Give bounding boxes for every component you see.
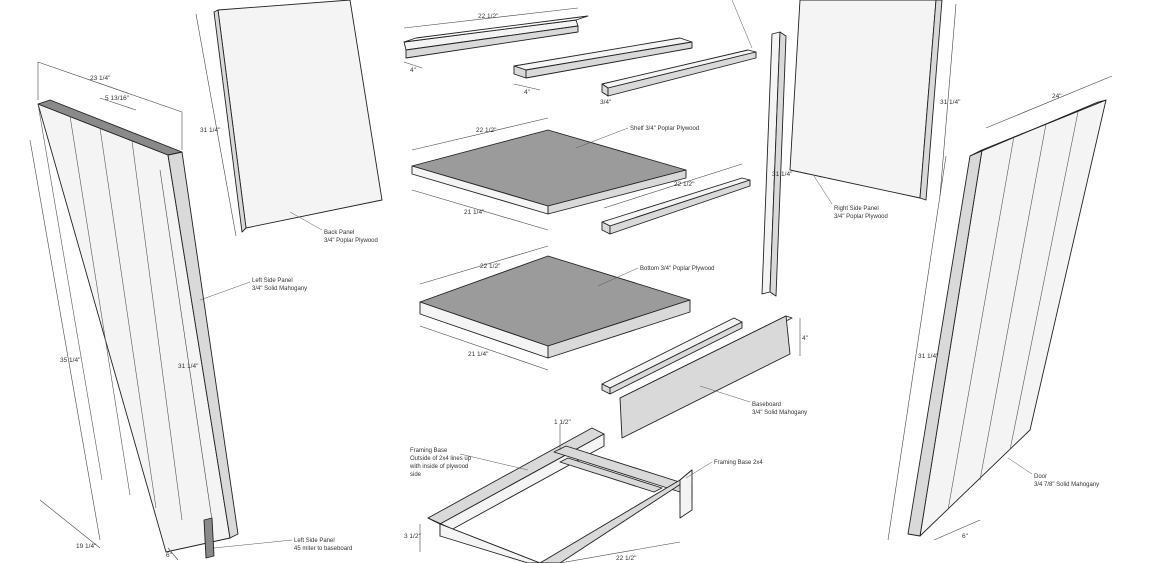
svg-text:3/4" Solid Mahogany: 3/4" Solid Mahogany <box>752 410 807 416</box>
baseboard <box>619 315 793 439</box>
svg-text:3/4" Poplar Plywood: 3/4" Poplar Plywood <box>834 214 888 220</box>
left-side-dimensions <box>29 61 213 561</box>
label-left-side-miter: Left Side Panel 45 miter to baseboard <box>213 538 352 552</box>
label-framing-base-left: Framing Base Outside of 2x4 lines up wit… <box>409 448 529 478</box>
label-bottom: Bottom 3/4" Poplar Plywood <box>597 266 715 287</box>
label-door: Door 3/4 7/8" Solid Mahogany <box>1007 457 1099 488</box>
framing-base <box>427 427 693 563</box>
svg-text:Door: Door <box>1034 474 1047 480</box>
svg-text:Right Side Panel: Right Side Panel <box>834 206 879 212</box>
right-side-panel <box>789 0 943 201</box>
svg-text:Framing Base: Framing Base <box>410 448 448 454</box>
label-left-side-panel: Left Side Panel 3/4" Solid Mahogany <box>199 278 307 301</box>
dim-shelf-depth: 21 1/4" <box>464 209 485 216</box>
dim-door-bottom: 6" <box>962 533 969 540</box>
dim-baseboard-h: 4" <box>802 335 809 342</box>
svg-text:Bottom 3/4" Poplar Plywood: Bottom 3/4" Poplar Plywood <box>640 266 715 272</box>
dim-top-rail-w1: 4" <box>410 67 417 74</box>
back-panel <box>213 0 383 233</box>
svg-text:45 miter to baseboard: 45 miter to baseboard <box>294 546 352 552</box>
svg-text:Left Side Panel: Left Side Panel <box>294 538 335 544</box>
right-side-dimensions <box>939 3 957 197</box>
top-rail-2 <box>513 37 693 79</box>
top-rail-dimensions <box>403 7 579 91</box>
front-stile <box>761 31 787 297</box>
svg-text:Left Side Panel: Left Side Panel <box>252 278 293 284</box>
dim-left-depth: 19 1/4" <box>76 543 97 550</box>
dim-frame-len: 22 1/2" <box>616 555 637 562</box>
cleat-dimensions <box>603 163 743 209</box>
dim-right-height: 31 1/4" <box>940 99 961 106</box>
cleat <box>601 177 751 235</box>
bottom-dimensions <box>419 245 549 371</box>
door <box>907 99 1107 537</box>
dim-bottom-depth: 21 1/4" <box>468 351 489 358</box>
dim-left-board: 5 13/16" <box>105 95 130 102</box>
dim-frame-h1: 1 1/2" <box>554 419 571 426</box>
left-side-panel <box>37 99 239 559</box>
svg-text:Back Panel: Back Panel <box>324 230 354 236</box>
top-rail-1 <box>403 15 589 59</box>
dim-left-width: 23 1/4" <box>90 75 111 82</box>
framing-dimensions <box>419 424 681 563</box>
svg-text:Shelf 3/4" Poplar Plywood: Shelf 3/4" Poplar Plywood <box>630 126 699 132</box>
top-leader <box>731 0 753 49</box>
bottom-panel <box>419 255 691 359</box>
dim-frame-h2: 3 1/2" <box>404 533 421 540</box>
svg-text:3/4 7/8" Solid Mahogany: 3/4 7/8" Solid Mahogany <box>1034 482 1099 488</box>
svg-text:3/4" Poplar Plywood: 3/4" Poplar Plywood <box>324 238 378 244</box>
dim-bottom-width: 22 1/2" <box>480 263 501 270</box>
dim-back-height: 31 1/4" <box>200 127 221 134</box>
shelf-dimensions <box>411 117 549 231</box>
dim-top-rail-len: 22 1/2" <box>478 13 499 20</box>
label-right-side-panel: Right Side Panel 3/4" Poplar Plywood <box>813 175 888 220</box>
door-dimensions <box>887 75 1113 541</box>
svg-text:Baseboard: Baseboard <box>752 402 781 408</box>
dim-left-height-outer: 35 1/4" <box>60 357 81 364</box>
svg-text:3/4" Solid Mahogany: 3/4" Solid Mahogany <box>252 286 307 292</box>
dim-left-height-inner: 31 1/4" <box>178 363 199 370</box>
dim-left-base: 6" <box>166 552 173 559</box>
dim-stile-height: 31 1/4" <box>772 171 793 178</box>
dim-top-rail-w3: 3/4" <box>600 99 612 106</box>
label-framing-base-right: Framing Base 2x4 <box>685 460 763 479</box>
label-baseboard: Baseboard 3/4" Solid Mahogany <box>699 385 807 416</box>
dim-door-width: 24" <box>1052 93 1062 100</box>
label-back-panel: Back Panel 3/4" Poplar Plywood <box>289 211 378 244</box>
dim-door-height: 31 1/4" <box>918 353 939 360</box>
dim-shelf-width: 22 1/2" <box>476 127 497 134</box>
top-rail-3 <box>601 49 757 97</box>
shelf <box>411 129 687 215</box>
svg-text:Framing Base 2x4: Framing Base 2x4 <box>714 460 763 466</box>
dim-top-rail-w2: 4" <box>524 89 531 96</box>
svg-text:Outside of 2x4 lines up: Outside of 2x4 lines up <box>410 456 472 462</box>
svg-text:with inside of plywood: with inside of plywood <box>409 464 468 470</box>
svg-text:side: side <box>410 472 422 478</box>
label-shelf: Shelf 3/4" Poplar Plywood <box>575 126 699 149</box>
dim-cleat-len: 22 1/2" <box>674 181 695 188</box>
baseboard-strip <box>601 317 743 395</box>
back-dimensions <box>195 13 237 237</box>
